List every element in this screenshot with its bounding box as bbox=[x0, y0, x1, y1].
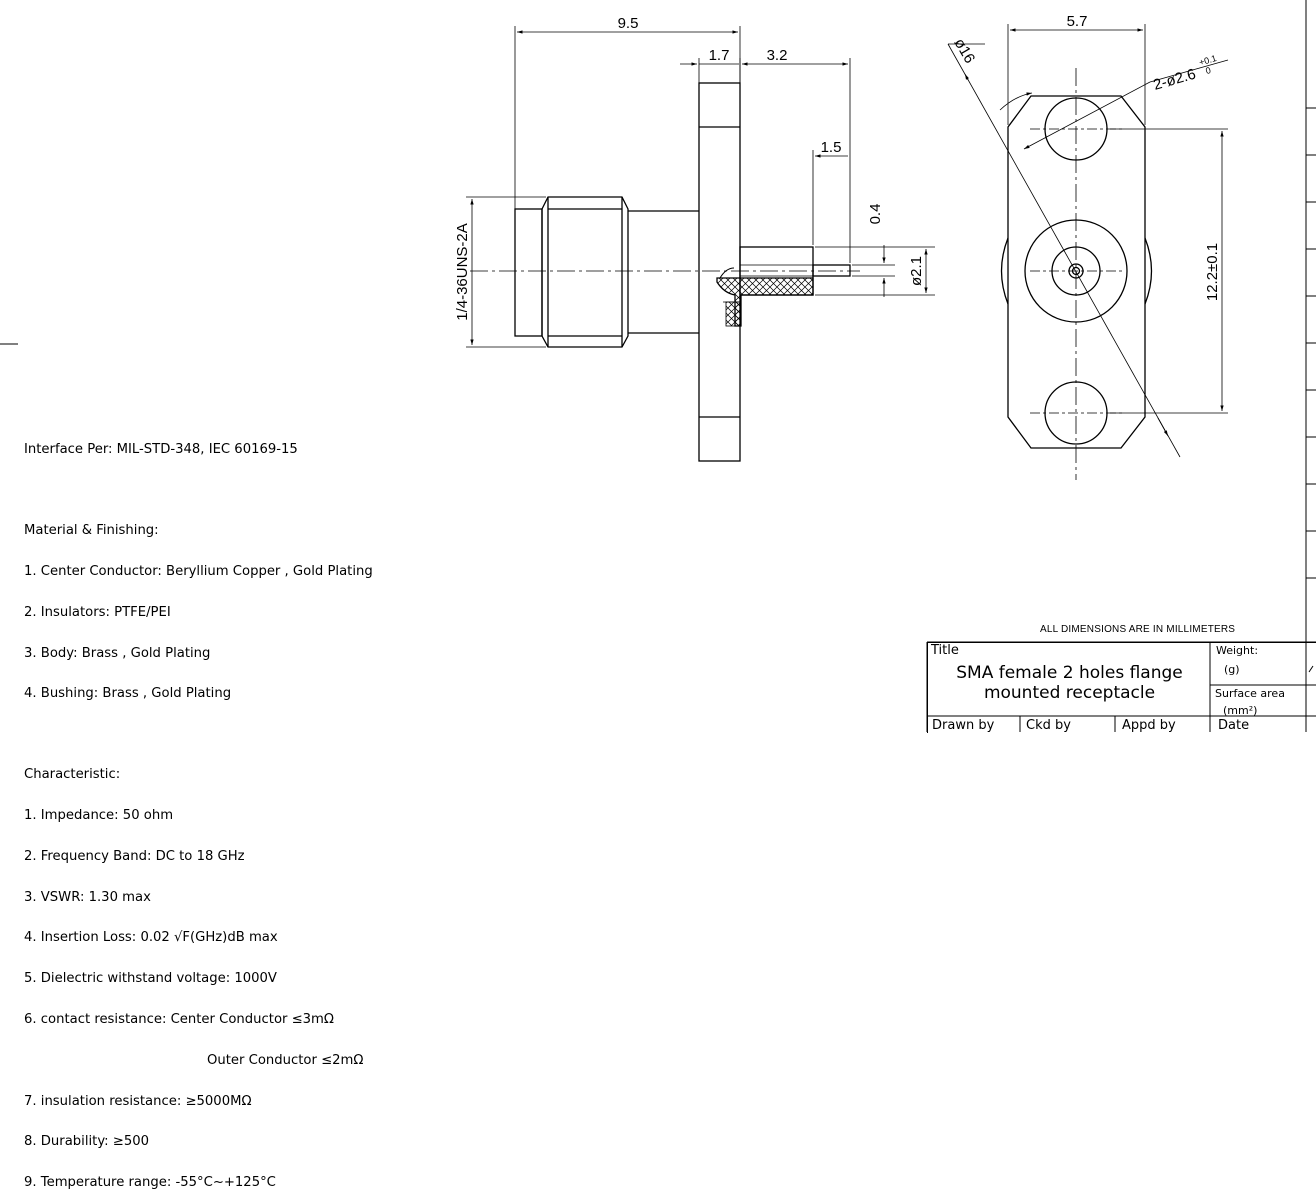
drawing-title-line2: mounted receptacle bbox=[983, 683, 1156, 703]
dim-hole-tol-upper: +0.1 bbox=[1198, 53, 1218, 68]
drawing-title-line1: SMA female 2 holes flange bbox=[956, 663, 1183, 683]
side-view-dimension-labels: 9.5 1.7 3.2 1.5 0.4 ø2.1 1/4-36UNS-2A bbox=[454, 15, 925, 321]
front-view-dimension-labels: 5.7 12.2±0.1 ø16 2-ø2.6 +0.1 0 bbox=[951, 13, 1221, 301]
front-view-dimensions bbox=[947, 24, 1229, 458]
dim-hole-spec: 2-ø2.6 bbox=[1151, 66, 1197, 94]
weight-label: Weight: bbox=[1216, 644, 1259, 657]
characteristic-item: 4. Insertion Loss: 0.02 √F(GHz)dB max bbox=[24, 930, 278, 946]
drawn-by-label: Drawn by bbox=[932, 718, 995, 733]
interface-note: Interface Per: MIL-STD-348, IEC 60169-15 bbox=[24, 442, 298, 458]
surface-area-label: Surface area bbox=[1215, 687, 1285, 700]
dim-bolt-circle: ø16 bbox=[951, 36, 979, 67]
technical-drawing: 9.5 1.7 3.2 1.5 0.4 ø2.1 1/4-36UNS-2A bbox=[0, 0, 1316, 732]
dim-overall-length: 9.5 bbox=[618, 15, 639, 32]
dim-front-width: 5.7 bbox=[1067, 13, 1088, 30]
dim-pin-extension: 1.5 bbox=[821, 139, 842, 156]
dim-flange-thickness: 1.7 bbox=[709, 47, 730, 64]
surface-area-unit: (mm²) bbox=[1223, 704, 1258, 717]
title-label: Title bbox=[931, 643, 959, 658]
material-item: 1. Center Conductor: Beryllium Copper , … bbox=[24, 563, 373, 579]
material-item: 2. Insulators: PTFE/PEI bbox=[24, 604, 171, 620]
material-item: 3. Body: Brass , Gold Plating bbox=[24, 645, 211, 661]
material-item: 4. Bushing: Brass , Gold Plating bbox=[24, 686, 232, 702]
characteristic-item: 3. VSWR: 1.30 max bbox=[24, 889, 151, 905]
dim-pin-diameter: 0.4 bbox=[867, 204, 884, 225]
characteristic-item: 8. Durability: ≥500 bbox=[24, 1134, 150, 1150]
side-view-dimensions bbox=[466, 26, 935, 348]
characteristic-item: 1. Impedance: 50 ohm bbox=[24, 808, 174, 824]
characteristic-item-continuation: Outer Conductor ≤2mΩ bbox=[207, 1052, 364, 1068]
title-block: Title SMA female 2 holes flange mounted … bbox=[927, 642, 1316, 733]
border-frame bbox=[1305, 0, 1316, 732]
dim-hole-spacing: 12.2±0.1 bbox=[1204, 243, 1221, 301]
characteristic-item: 6. contact resistance: Center Conductor … bbox=[24, 1011, 334, 1027]
characteristic-item: 9. Temperature range: -55°C~+125°C bbox=[24, 1175, 276, 1191]
checked-by-label: Ckd by bbox=[1026, 718, 1071, 733]
side-view bbox=[470, 82, 860, 462]
dim-pin-projection: 3.2 bbox=[767, 47, 788, 64]
weight-unit: (g) bbox=[1224, 663, 1240, 676]
characteristic-item: 7. insulation resistance: ≥5000MΩ bbox=[24, 1093, 252, 1109]
spec-notes: Interface Per: MIL-STD-348, IEC 60169-15… bbox=[24, 416, 373, 1203]
characteristic-item: 2. Frequency Band: DC to 18 GHz bbox=[24, 848, 245, 864]
approved-by-label: Appd by bbox=[1122, 718, 1176, 733]
date-label: Date bbox=[1218, 718, 1250, 733]
dim-thread: 1/4-36UNS-2A bbox=[454, 223, 471, 321]
characteristic-item: 5. Dielectric withstand voltage: 1000V bbox=[24, 971, 277, 987]
characteristic-heading: Characteristic: bbox=[24, 767, 121, 783]
dim-hole-tol-lower: 0 bbox=[1204, 65, 1212, 76]
border-tick bbox=[1308, 665, 1314, 673]
dim-insulator-diameter: ø2.1 bbox=[908, 256, 925, 286]
material-heading: Material & Finishing: bbox=[24, 523, 159, 539]
front-view bbox=[1000, 68, 1153, 480]
units-note: ALL DIMENSIONS ARE IN MILLIMETERS bbox=[1040, 624, 1236, 635]
